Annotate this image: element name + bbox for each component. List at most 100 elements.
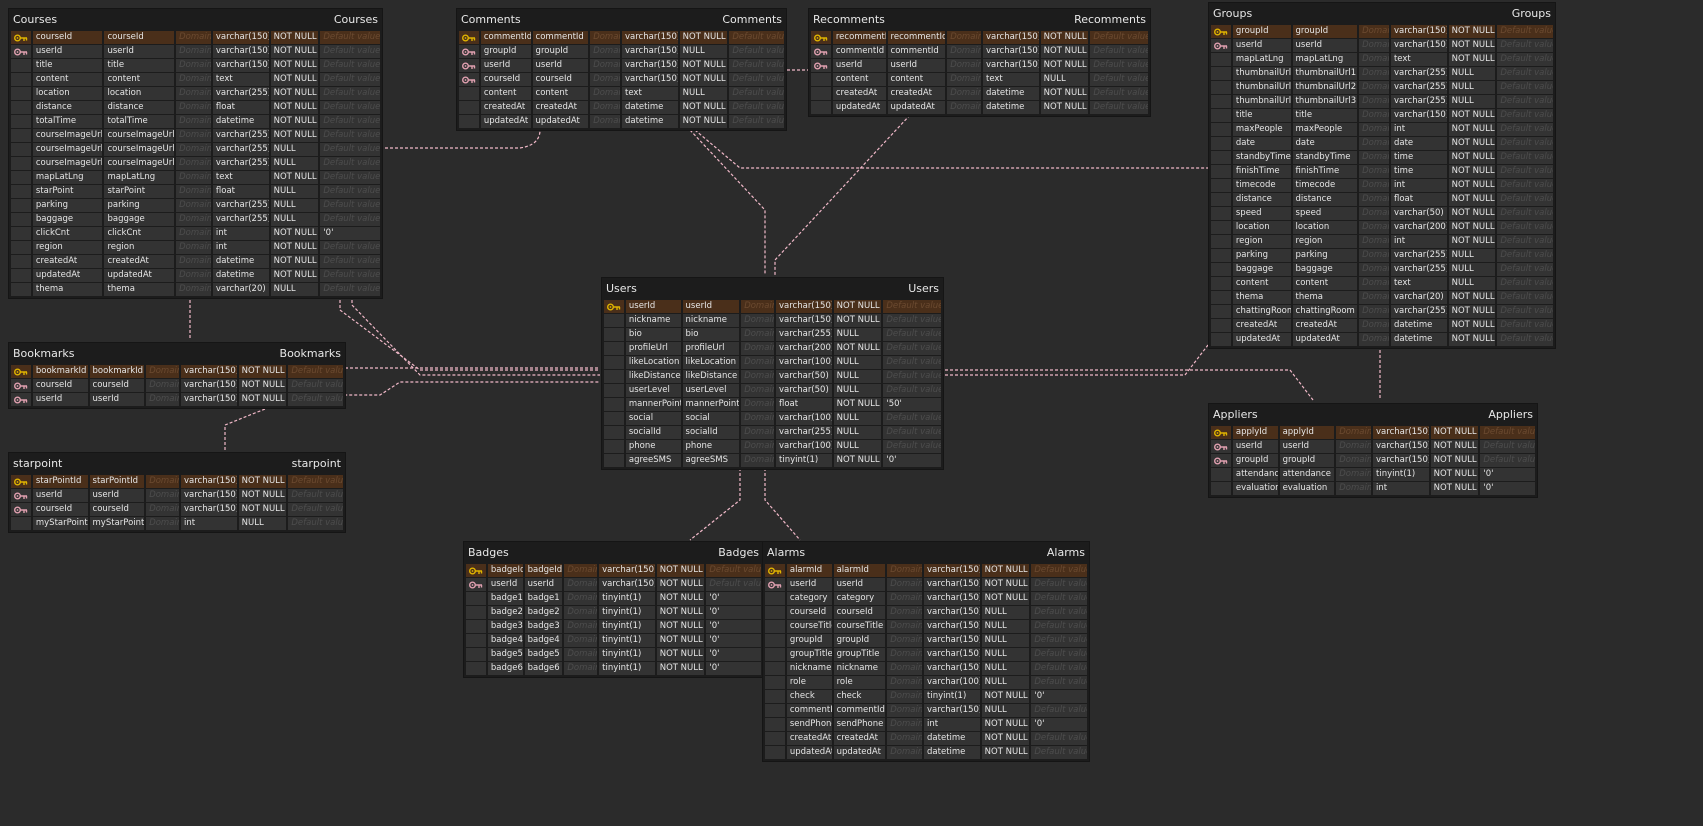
table-comments[interactable]: CommentsCommentscommentIdcommentIdDomain… bbox=[456, 8, 787, 131]
nullability[interactable]: NULL bbox=[1448, 263, 1496, 276]
default-value-placeholder[interactable]: Default value bbox=[1497, 151, 1553, 164]
column-name[interactable]: sendPhone bbox=[833, 718, 886, 731]
default-value-placeholder[interactable]: Default value bbox=[1497, 67, 1553, 80]
domain-placeholder[interactable]: Domain bbox=[590, 45, 620, 58]
column-name[interactable]: region bbox=[104, 241, 175, 254]
field-name[interactable]: createdAt bbox=[1232, 319, 1291, 332]
field-name[interactable]: title bbox=[32, 59, 103, 72]
default-value-placeholder[interactable]: Default value bbox=[1497, 39, 1553, 52]
domain-placeholder[interactable]: Domain bbox=[1359, 25, 1389, 38]
field-name[interactable]: standbyTime bbox=[1232, 151, 1291, 164]
domain-placeholder[interactable]: Domain bbox=[590, 31, 620, 44]
domain-placeholder[interactable]: Domain bbox=[947, 101, 981, 114]
column-name[interactable]: badge3 bbox=[524, 620, 563, 633]
default-value-placeholder[interactable]: Default value bbox=[1497, 333, 1553, 346]
data-type[interactable]: datetime bbox=[622, 115, 678, 128]
default-value-placeholder[interactable]: Default value bbox=[320, 31, 380, 44]
data-type[interactable]: float bbox=[1390, 193, 1447, 206]
column-name[interactable]: userId bbox=[1292, 39, 1358, 52]
domain-placeholder[interactable]: Domain bbox=[887, 634, 923, 647]
default-value-placeholder[interactable]: Default value bbox=[288, 365, 343, 378]
default-value[interactable]: '0' bbox=[1480, 482, 1536, 495]
default-value-placeholder[interactable]: Default value bbox=[1497, 165, 1553, 178]
nullability[interactable]: NULL bbox=[833, 412, 882, 425]
field-name[interactable]: location bbox=[32, 87, 103, 100]
data-type[interactable]: datetime bbox=[212, 269, 269, 282]
domain-placeholder[interactable]: Domain bbox=[1359, 235, 1389, 248]
data-type[interactable]: varchar(255) bbox=[212, 157, 269, 170]
field-name[interactable]: baggage bbox=[32, 213, 103, 226]
column-name[interactable]: updatedAt bbox=[833, 746, 886, 759]
nullability[interactable]: NOT NULL bbox=[1040, 45, 1089, 58]
domain-placeholder[interactable]: Domain bbox=[1359, 53, 1389, 66]
default-value-placeholder[interactable]: Default value bbox=[1031, 564, 1087, 577]
field-name[interactable]: badge3 bbox=[487, 620, 523, 633]
field-name[interactable]: baggage bbox=[1232, 263, 1291, 276]
nullability[interactable]: NOT NULL bbox=[1430, 440, 1479, 453]
column-name[interactable]: likeDistance bbox=[682, 370, 740, 383]
domain-placeholder[interactable]: Domain bbox=[947, 31, 981, 44]
data-type[interactable]: varchar(255) bbox=[212, 199, 269, 212]
default-value-placeholder[interactable]: Default value bbox=[320, 143, 380, 156]
nullability[interactable]: NULL bbox=[981, 676, 1030, 689]
default-value-placeholder[interactable]: Default value bbox=[1031, 592, 1087, 605]
data-type[interactable]: varchar(150) bbox=[924, 606, 980, 619]
default-value-placeholder[interactable]: Default value bbox=[883, 384, 941, 397]
field-name[interactable]: recommentId bbox=[832, 31, 886, 44]
default-value-placeholder[interactable]: Default value bbox=[1497, 137, 1553, 150]
domain-placeholder[interactable]: Domain bbox=[1359, 151, 1389, 164]
default-value-placeholder[interactable]: Default value bbox=[1497, 95, 1553, 108]
column-name[interactable]: badge1 bbox=[524, 592, 563, 605]
field-row[interactable]: parkingparkingDomainvarchar(255)NULLDefa… bbox=[1211, 249, 1553, 262]
column-name[interactable]: updatedAt bbox=[104, 269, 175, 282]
field-name[interactable]: phone bbox=[625, 440, 681, 453]
field-name[interactable]: evaluation bbox=[1232, 482, 1278, 495]
field-name[interactable]: parking bbox=[32, 199, 103, 212]
column-name[interactable]: courseTitle bbox=[833, 620, 886, 633]
field-name[interactable]: bookmarkId bbox=[32, 365, 88, 378]
default-value[interactable]: '0' bbox=[706, 620, 761, 633]
nullability[interactable]: NULL bbox=[833, 370, 882, 383]
nullability[interactable]: NOT NULL bbox=[1448, 207, 1496, 220]
default-value-placeholder[interactable]: Default value bbox=[883, 300, 941, 313]
data-type[interactable]: varchar(150) bbox=[622, 45, 678, 58]
nullability[interactable]: NULL bbox=[981, 704, 1030, 717]
default-value[interactable]: '0' bbox=[883, 454, 941, 467]
default-value-placeholder[interactable]: Default value bbox=[288, 379, 343, 392]
domain-placeholder[interactable]: Domain bbox=[176, 255, 211, 268]
data-type[interactable]: tinyint(1) bbox=[599, 620, 655, 633]
field-name[interactable]: content bbox=[832, 73, 886, 86]
column-name[interactable]: userId bbox=[1279, 440, 1335, 453]
domain-placeholder[interactable]: Domain bbox=[1359, 305, 1389, 318]
data-type[interactable]: tinyint(1) bbox=[924, 690, 980, 703]
column-name[interactable]: createdAt bbox=[532, 101, 589, 114]
column-name[interactable]: courseId bbox=[532, 73, 589, 86]
default-value-placeholder[interactable]: Default value bbox=[1031, 648, 1087, 661]
column-name[interactable]: baggage bbox=[1292, 263, 1358, 276]
default-value-placeholder[interactable]: Default value bbox=[883, 440, 941, 453]
data-type[interactable]: varchar(150) bbox=[212, 31, 269, 44]
default-value-placeholder[interactable]: Default value bbox=[1090, 59, 1148, 72]
data-type[interactable]: int bbox=[1373, 482, 1429, 495]
column-name[interactable]: courseId bbox=[89, 379, 145, 392]
nullability[interactable]: NULL bbox=[679, 87, 728, 100]
